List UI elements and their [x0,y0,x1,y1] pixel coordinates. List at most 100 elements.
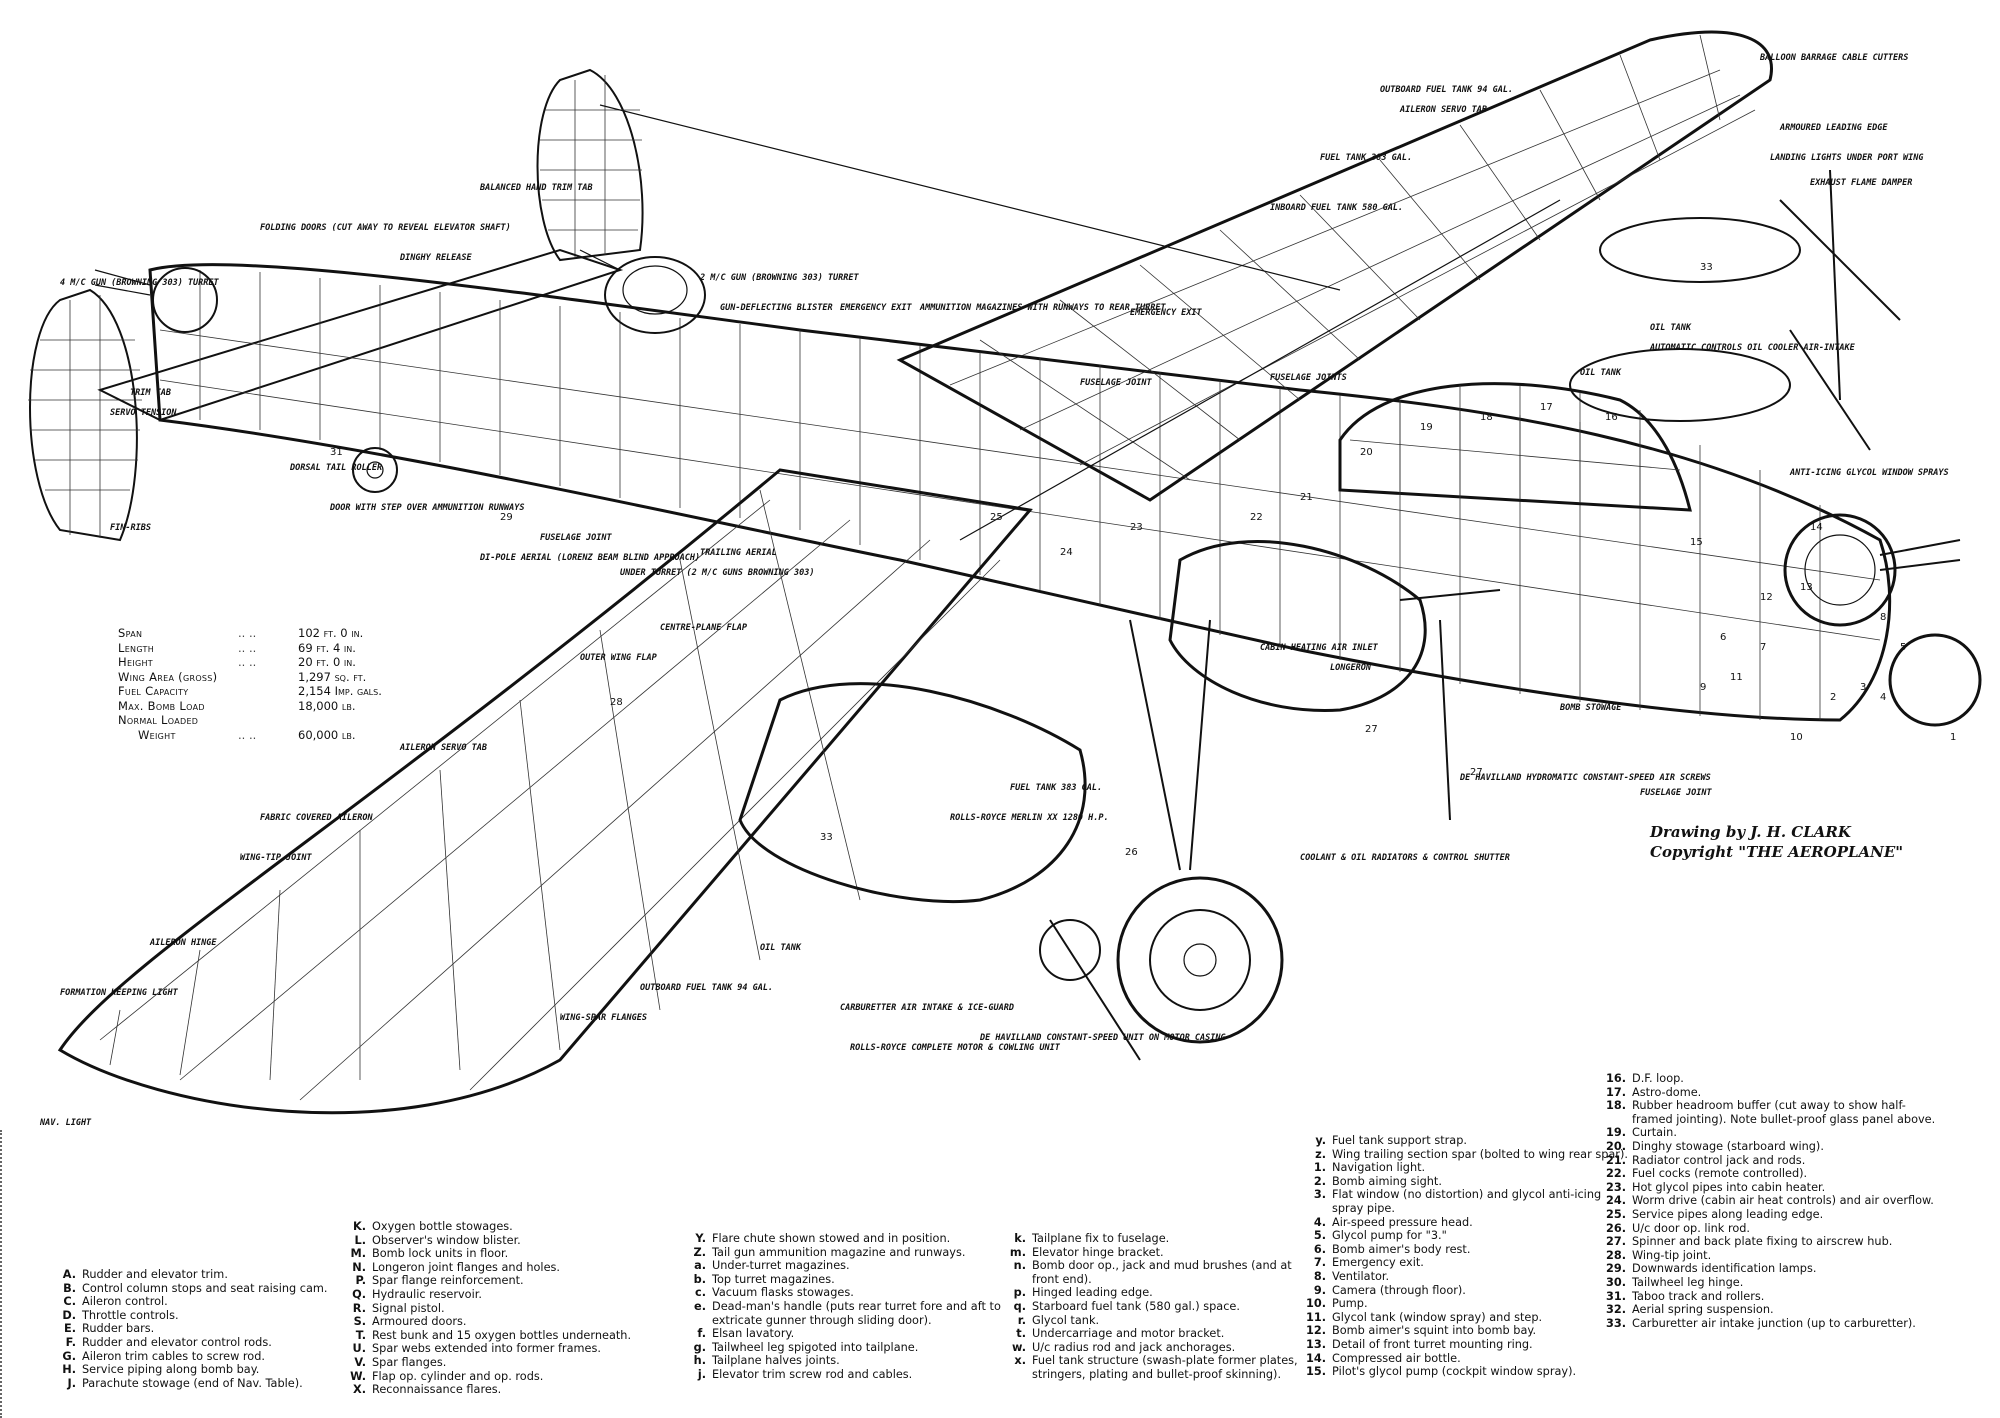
key-letter: V. [354,1355,366,1369]
starboard-wing [896,30,1773,502]
key-text: Pilot's glycol pump (cockpit window spra… [1332,1365,1577,1379]
spec-row: Height.. ..20 ft. 0 in. [118,655,418,670]
key-text: Hydraulic reservoir. [372,1287,482,1301]
key-item: y.Fuel tank support strap. [1300,1134,1630,1148]
key-letter: 31. [1605,1289,1626,1303]
callout-33: CENTRE-PLANE FLAP [660,623,748,633]
number-label: 23 [1130,522,1143,533]
key-text: Curtain. [1632,1126,1677,1140]
callout-18: EMERGENCY EXIT [1130,308,1203,318]
key-letter: A. [62,1268,76,1281]
key-letter: h. [693,1354,706,1368]
number-label: 27 [1470,767,1483,778]
credit-line-2: Copyright "THE AEROPLANE" [1650,843,1904,861]
key-letter: 19. [1605,1126,1626,1140]
key-letter: X. [352,1383,366,1397]
key-letter: U. [352,1342,366,1356]
key-letter: 33. [1605,1316,1626,1330]
key-letter: G. [62,1349,76,1363]
key-text: Signal pistol. [372,1301,445,1315]
key-item: Y.Flare chute shown stowed and in positi… [680,1232,1010,1246]
spec-name: Weight [138,727,176,742]
key-letter: 16. [1605,1072,1626,1085]
callout-23: ANTI-ICING GLYCOL WINDOW SPRAYS [1789,468,1949,478]
key-item: V.Spar flanges. [340,1356,640,1370]
key-text: Armoured doors. [372,1315,467,1329]
key-text: Hot glycol pipes into cabin heater. [1632,1180,1826,1194]
callout-14: GUN-DEFLECTING BLISTER [720,303,833,313]
key-letter: 18. [1605,1099,1626,1113]
key-item: S.Armoured doors. [340,1315,640,1329]
key-letter: N. [352,1260,366,1274]
key-column-6: 16.D.F. loop.17.Astro-dome.18.Rubber hea… [1600,1072,1940,1330]
key-item: 10.Pump. [1300,1297,1630,1311]
callout-9: BALANCED HAND TRIM TAB [479,183,593,193]
callout-54: DE HAVILLAND HYDROMATIC CONSTANT-SPEED A… [1459,773,1711,783]
key-column-2: K.Oxygen bottle stowages.L.Observer's wi… [340,1220,640,1397]
key-item: 32.Aerial spring suspension. [1600,1303,1940,1317]
number-label: 28 [610,697,623,708]
key-letter: j. [697,1367,706,1381]
key-item: 14.Compressed air bottle. [1300,1352,1630,1366]
key-letter: D. [62,1308,76,1322]
key-letter: E. [63,1322,76,1336]
key-text: Detail of front turret mounting ring. [1332,1337,1533,1351]
key-text: Longeron joint flanges and holes. [372,1260,560,1274]
callout-3: BALLOON BARRAGE CABLE CUTTERS [1759,53,1908,63]
key-item: 29.Downwards identification lamps. [1600,1262,1940,1276]
key-item: C.Aileron control. [50,1295,340,1309]
key-text: Throttle controls. [82,1308,179,1322]
key-item: k.Tailplane fix to fuselage. [1000,1232,1320,1246]
callout-11: DINGHY RELEASE [399,253,473,263]
key-letter: 28. [1605,1248,1626,1262]
key-item: 3.Flat window (no distortion) and glycol… [1300,1188,1630,1215]
key-text: Radiator control jack and rods. [1632,1153,1806,1167]
key-text: Under-turret magazines. [712,1259,850,1273]
key-text: Air-speed pressure head. [1332,1215,1473,1229]
number-label: 16 [1605,412,1618,423]
callout-28: FIN-RIBS [110,523,151,533]
callout-38: FUSELAGE JOINT [1640,788,1713,798]
key-letter: b. [693,1272,706,1286]
key-letter: F. [65,1335,76,1349]
spec-value [298,713,418,728]
key-text: Vacuum flasks stowages. [712,1286,854,1300]
key-item: H.Service piping along bomb bay. [50,1363,340,1377]
key-text: Dinghy stowage (starboard wing). [1632,1139,1824,1153]
key-text: Pump. [1332,1297,1368,1311]
port-engine-nacelle [738,682,1141,1061]
key-letter: c. [695,1286,706,1300]
number-label: 11 [1730,672,1743,683]
key-text: Oxygen bottle stowages. [372,1220,513,1233]
spec-name: Length [118,640,155,655]
key-item: L.Observer's window blister. [340,1234,640,1248]
key-text: Glycol tank (window spray) and step. [1332,1310,1543,1324]
number-label: 24 [1060,547,1073,558]
key-text: Bomb aimer's squint into bomb bay. [1332,1324,1537,1338]
key-text: Hinged leading edge. [1032,1286,1153,1300]
key-letter: 4. [1313,1215,1326,1229]
main-undercarriage [1116,619,1284,1044]
number-label: 29 [500,512,513,523]
key-item: 13.Detail of front turret mounting ring. [1300,1338,1630,1352]
callout-32: FUSELAGE JOINT [540,533,613,543]
key-item: p.Hinged leading edge. [1000,1286,1320,1300]
number-label: 10 [1790,732,1803,743]
number-label: 18 [1480,412,1493,423]
number-label: 14 [1810,522,1823,533]
key-item: 15.Pilot's glycol pump (cockpit window s… [1300,1365,1630,1379]
key-item: f.Elsan lavatory. [680,1327,1010,1341]
callout-1: OUTBOARD FUEL TANK 94 GAL. [1380,85,1513,95]
key-letter: 32. [1605,1303,1626,1317]
key-letter: H. [62,1363,76,1377]
key-text: Spinner and back plate fixing to airscre… [1632,1235,1893,1249]
callout-4: ARMOURED LEADING EDGE [1779,123,1888,133]
spec-row: Normal Loaded [118,713,418,728]
number-label: 5 [1900,642,1906,653]
key-text: Tailplane halves joints. [712,1354,840,1368]
key-item: n.Bomb door op., jack and mud brushes (a… [1000,1259,1320,1286]
key-item: 26.U/c door op. link rod. [1600,1222,1940,1236]
key-text: Flat window (no distortion) and glycol a… [1332,1188,1602,1215]
key-letter: 21. [1605,1153,1626,1167]
